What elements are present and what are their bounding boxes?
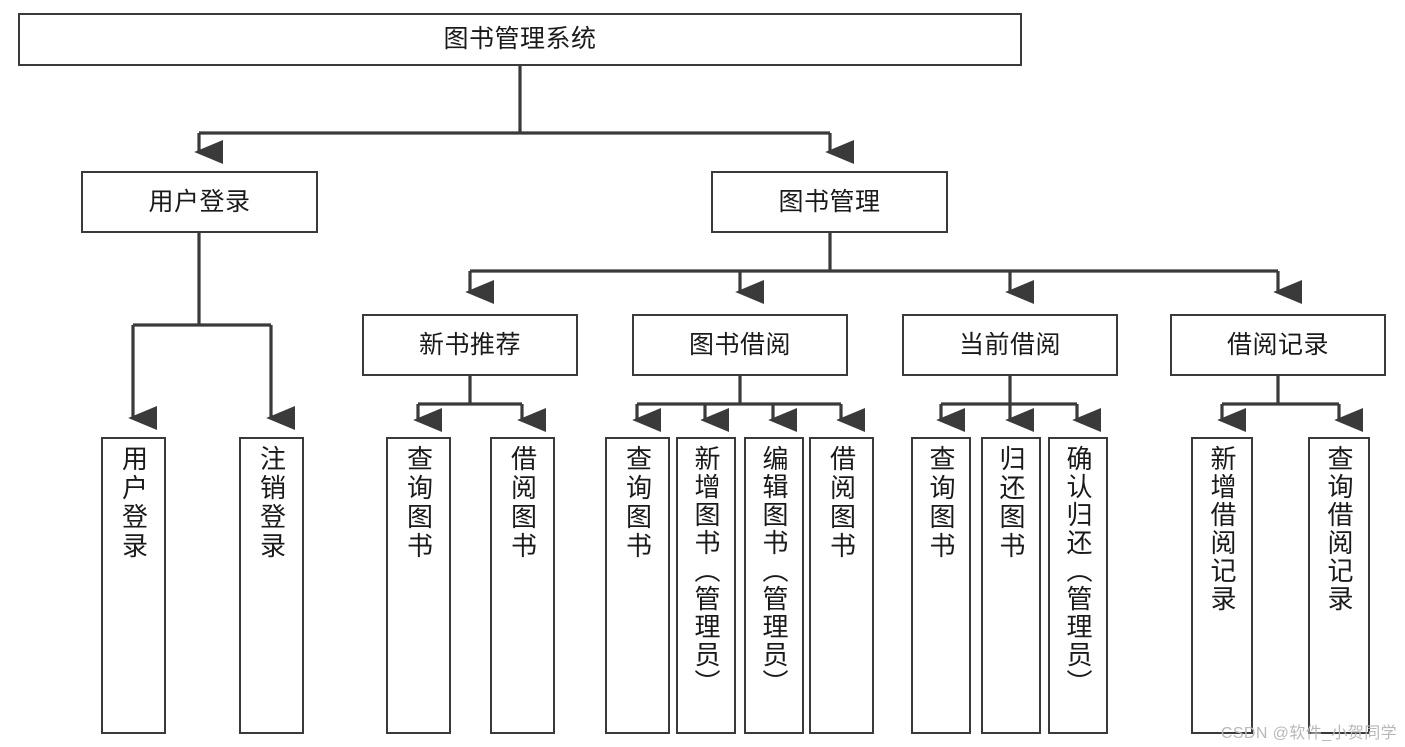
leaf-borrow-query-book[interactable]: 查询图书 bbox=[605, 437, 670, 734]
leaf-user-login-signin[interactable]: 用户登录 bbox=[101, 437, 166, 734]
leaf-current-confirm-return-admin[interactable]: 确认归还（管理员） bbox=[1048, 437, 1108, 734]
node-borrow-records[interactable]: 借阅记录 bbox=[1170, 314, 1386, 376]
node-label: 查询借阅记录 bbox=[1324, 445, 1354, 613]
node-label: 用户登录 bbox=[148, 187, 251, 216]
node-current-borrow[interactable]: 当前借阅 bbox=[902, 314, 1118, 376]
node-label: 新书推荐 bbox=[418, 330, 521, 359]
node-label: 查询图书 bbox=[926, 445, 956, 561]
leaf-current-return-book[interactable]: 归还图书 bbox=[981, 437, 1041, 734]
node-label: 图书借阅 bbox=[688, 330, 791, 359]
leaf-borrow-borrow-book[interactable]: 借阅图书 bbox=[809, 437, 874, 734]
node-label: 归还图书 bbox=[996, 445, 1026, 561]
csdn-watermark: CSDN @软件_小贺同学 bbox=[1220, 725, 1397, 742]
leaf-borrow-add-book-admin[interactable]: 新增图书（管理员） bbox=[676, 437, 736, 734]
node-book-borrow[interactable]: 图书借阅 bbox=[632, 314, 848, 376]
node-label: 借阅图书 bbox=[826, 445, 857, 561]
leaf-current-query-book[interactable]: 查询图书 bbox=[911, 437, 971, 734]
leaf-new-book-query[interactable]: 查询图书 bbox=[386, 437, 451, 734]
node-label: 注销登录 bbox=[256, 445, 287, 561]
node-label: 新增图书（管理员） bbox=[691, 445, 721, 697]
leaf-user-login-signout[interactable]: 注销登录 bbox=[239, 437, 304, 734]
node-label: 当前借阅 bbox=[958, 330, 1061, 359]
node-label: 编辑图书（管理员） bbox=[759, 445, 789, 697]
leaf-records-add-record[interactable]: 新增借阅记录 bbox=[1191, 437, 1253, 734]
node-book-management[interactable]: 图书管理 bbox=[711, 171, 948, 233]
leaf-records-query-record[interactable]: 查询借阅记录 bbox=[1308, 437, 1370, 734]
node-new-book-recommend[interactable]: 新书推荐 bbox=[362, 314, 578, 376]
node-label: 借阅记录 bbox=[1226, 330, 1329, 359]
node-label: 确认归还（管理员） bbox=[1063, 445, 1093, 697]
node-label: 图书管理系统 bbox=[443, 25, 597, 53]
node-label: 借阅图书 bbox=[507, 445, 538, 561]
node-root-book-management-system[interactable]: 图书管理系统 bbox=[18, 13, 1022, 66]
leaf-borrow-edit-book-admin[interactable]: 编辑图书（管理员） bbox=[744, 437, 804, 734]
node-user-login[interactable]: 用户登录 bbox=[81, 171, 318, 233]
leaf-new-book-borrow[interactable]: 借阅图书 bbox=[490, 437, 555, 734]
node-label: 图书管理 bbox=[778, 187, 881, 216]
node-label: 查询图书 bbox=[622, 445, 653, 561]
node-label: 用户登录 bbox=[118, 445, 149, 561]
node-label: 查询图书 bbox=[403, 445, 434, 561]
node-label: 新增借阅记录 bbox=[1207, 445, 1237, 613]
